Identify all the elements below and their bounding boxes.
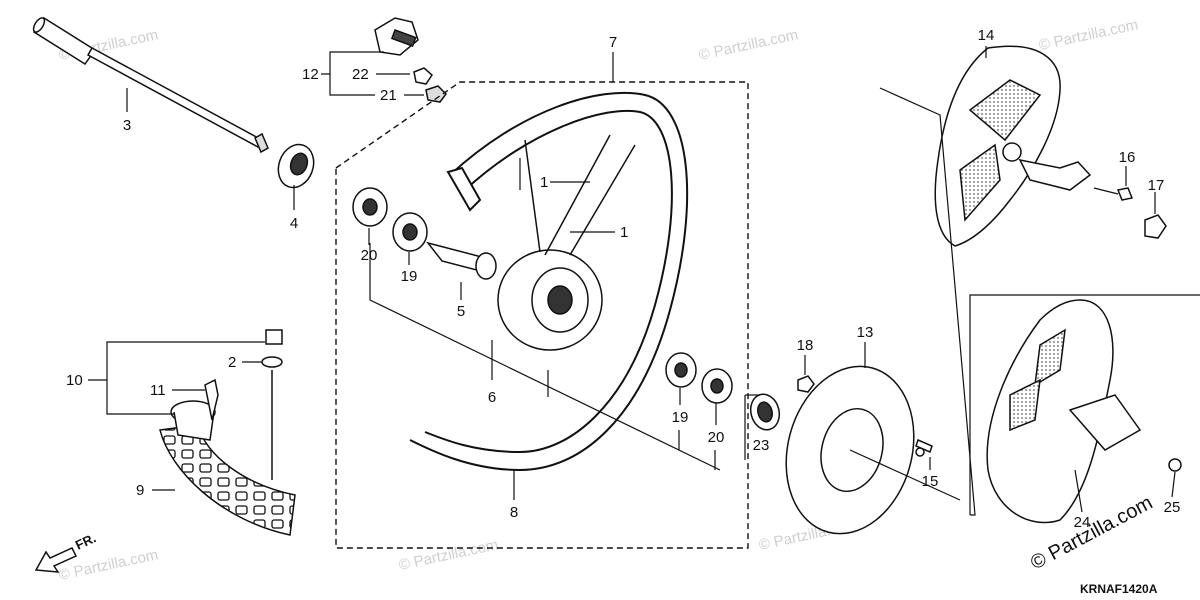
callout-6: 6 xyxy=(488,389,496,406)
callout-23: 23 xyxy=(753,437,770,454)
wheel-hub-part xyxy=(497,134,636,351)
callout-1b: 1 xyxy=(620,224,628,241)
callout-3: 3 xyxy=(123,117,131,134)
callout-12: 12 xyxy=(302,66,319,83)
watermark-2: © Partzilla.com xyxy=(697,26,799,64)
callout-14: 14 xyxy=(978,27,995,44)
callout-8: 8 xyxy=(510,504,518,521)
disc-guard-lower-part xyxy=(986,299,1182,524)
callout-5: 5 xyxy=(457,303,465,320)
callout-22: 22 xyxy=(352,66,369,83)
watermark-3: © Partzilla.com xyxy=(1037,16,1139,54)
leader-lines xyxy=(88,46,1200,516)
diagram-code: KRNAF1420A xyxy=(1080,582,1158,596)
callout-17: 17 xyxy=(1148,177,1165,194)
callout-24: 24 xyxy=(1074,514,1091,531)
wheel-rim-part xyxy=(409,91,689,472)
callout-25: 25 xyxy=(1164,499,1181,516)
tire-part xyxy=(159,329,296,536)
callout-4: 4 xyxy=(290,215,298,232)
watermark-5: © Partzilla.com xyxy=(397,536,499,574)
callout-19b: 19 xyxy=(672,409,689,426)
axle-part xyxy=(32,16,269,154)
callout-21: 21 xyxy=(380,87,397,104)
callout-20a: 20 xyxy=(361,247,378,264)
callout-7: 7 xyxy=(609,34,617,51)
valve-clamp-part xyxy=(374,17,447,103)
disc-guard-upper-part xyxy=(934,45,1167,247)
callout-11: 11 xyxy=(150,382,166,399)
hub-bearings xyxy=(352,187,733,404)
callout-20b: 20 xyxy=(708,429,725,446)
collar-part xyxy=(277,143,315,189)
small-fasteners xyxy=(749,375,933,454)
wheel-box xyxy=(335,81,749,549)
callout-18: 18 xyxy=(797,337,814,354)
callout-15: 15 xyxy=(922,473,939,490)
front-arrow-label: FR. xyxy=(73,530,98,552)
front-arrow xyxy=(34,547,78,573)
callout-9: 9 xyxy=(136,482,144,499)
callout-1a: 1 xyxy=(540,174,548,191)
callout-2: 2 xyxy=(228,354,236,371)
callouts: 3 4 12 22 21 7 1 1 20 19 5 6 8 19 20 23 … xyxy=(66,27,1180,531)
callout-16: 16 xyxy=(1119,149,1136,166)
callout-19a: 19 xyxy=(401,268,418,285)
callout-10: 10 xyxy=(66,372,83,389)
callout-13: 13 xyxy=(857,324,874,341)
